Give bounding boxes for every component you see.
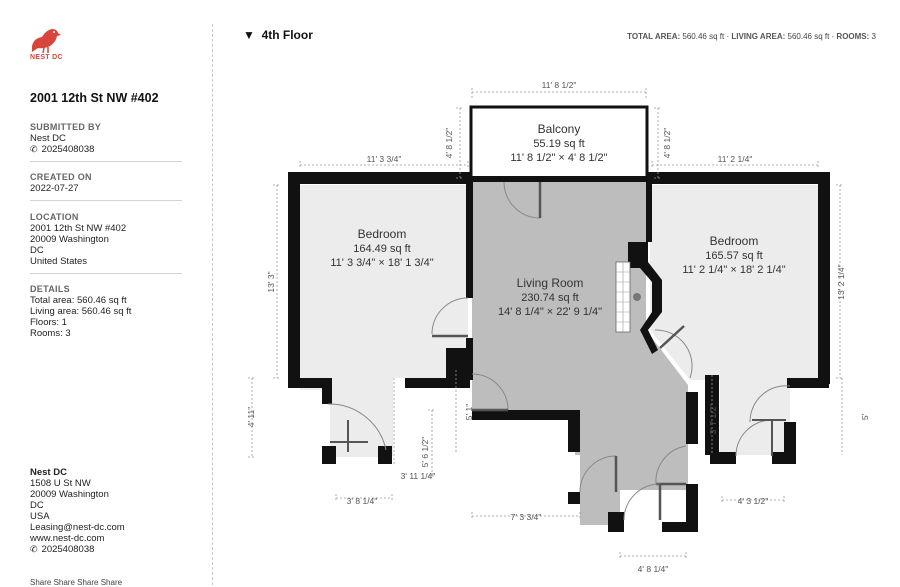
footer-line4: USA (30, 511, 50, 522)
phone-icon: ✆ (30, 544, 38, 554)
living-area-label: LIVING AREA: (731, 32, 786, 41)
floor-selector[interactable]: ▼ 4th Floor (243, 28, 313, 42)
footer-web[interactable]: www.nest-dc.com (30, 533, 105, 544)
cut-off-text: Share Share Share Share (30, 578, 123, 587)
dim-bed-left-height: 13' 3" (266, 271, 276, 292)
phone-icon: ✆ (30, 144, 38, 154)
details-total: Total area: 560.46 sq ft (30, 295, 127, 306)
living-room-area: 230.74 sq ft (521, 292, 579, 304)
footer-phone[interactable]: 2025408038 (41, 544, 95, 555)
details-floors: Floors: 1 (30, 317, 67, 328)
logo-text: NEST DC (30, 54, 63, 61)
fireplace (615, 242, 662, 354)
floor-label: 4th Floor (261, 28, 313, 42)
details-section: DETAILS Total area: 560.46 sq ft Living … (30, 284, 182, 339)
living-room-name: Living Room (517, 276, 584, 290)
total-area-value: 560.46 sq ft (682, 32, 725, 41)
dimension-lines (248, 88, 844, 560)
balcony-dims: 11' 8 1/2" × 4' 8 1/2" (510, 152, 607, 164)
created-section: CREATED ON 2022-07-27 (30, 172, 182, 201)
balcony-area: 55.19 sq ft (533, 138, 584, 150)
bedroom-left-name: Bedroom (358, 227, 407, 241)
submitted-heading: SUBMITTED BY (30, 122, 102, 132)
area-summary: TOTAL AREA: 560.46 sq ft · LIVING AREA: … (627, 32, 876, 41)
balcony-floor (472, 108, 646, 178)
dim-balcony-width: 11' 8 1/2" (542, 80, 577, 90)
balcony-name: Balcony (538, 122, 581, 136)
dim-bed-right-width: 11' 2 1/4" (718, 154, 753, 164)
details-rooms: Rooms: 3 (30, 328, 71, 339)
location-section: LOCATION 2001 12th St NW #402 20009 Wash… (30, 212, 182, 274)
dim-closet-left-width: 3' 8 1/4" (347, 496, 378, 506)
dimension-labels: 11' 8 1/2" 11' 3 3/4" 11' 2 1/4" 13' 3" … (246, 80, 870, 574)
bedroom-right-dims: 11' 2 1/4" × 18' 2 1/4" (682, 264, 785, 276)
dim-bed-left-width: 11' 3 3/4" (367, 154, 402, 164)
rooms-value: 3 (871, 32, 876, 41)
doors (327, 181, 791, 521)
room-labels: Balcony 55.19 sq ft 11' 8 1/2" × 4' 8 1/… (330, 122, 785, 318)
location-heading: LOCATION (30, 212, 79, 222)
total-area-label: TOTAL AREA: (627, 32, 681, 41)
rooms-label: ROOMS: (836, 32, 870, 41)
footer-line1: 1508 U St NW (30, 478, 91, 489)
bedroom-left-dims: 11' 3 3/4" × 18' 1 3/4" (330, 257, 433, 269)
dim-right-closet-1: 3' 7 1/2" (708, 404, 718, 435)
footer-name: Nest DC (30, 467, 67, 478)
dim-balcony-depth-left: 4' 8 1/2" (444, 128, 454, 159)
dim-mid-1: 3' 11 1/4" (401, 471, 436, 481)
created-heading: CREATED ON (30, 172, 92, 182)
submitted-phone[interactable]: 2025408038 (41, 144, 95, 155)
bedroom-left-floor (300, 185, 468, 457)
details-living: Living area: 560.46 sq ft (30, 306, 132, 317)
bird-logo-icon (32, 29, 61, 54)
submitted-name: Nest DC (30, 133, 66, 144)
divider (30, 161, 182, 162)
footer-email[interactable]: Leasing@nest-dc.com (30, 522, 125, 533)
dim-corridor-width: 7' 3 3/4" (511, 512, 542, 522)
bedroom-left-area: 164.49 sq ft (353, 243, 411, 255)
details-heading: DETAILS (30, 284, 70, 294)
property-address: 2001 12th St NW #402 (30, 91, 159, 105)
dim-entry-width: 4' 8 1/4" (638, 564, 669, 574)
location-line4: United States (30, 256, 88, 267)
balcony-outline (469, 105, 649, 181)
dim-right-closet-width: 4' 3 1/2" (738, 496, 769, 506)
divider (30, 200, 182, 201)
footer-line3: DC (30, 500, 44, 511)
location-line1: 2001 12th St NW #402 (30, 223, 127, 234)
dim-right-closet-height: 5' (860, 413, 870, 420)
location-line2: 20009 Washington (30, 234, 109, 245)
living-room-dims: 14' 8 1/4" × 22' 9 1/4" (498, 306, 602, 318)
bedroom-right-area: 165.57 sq ft (705, 250, 763, 262)
dim-mid-3: 5' 1" (464, 404, 474, 420)
dim-bed-right-height: 13' 2 1/4" (836, 264, 846, 299)
living-area-value: 560.46 sq ft (787, 32, 830, 41)
company-footer: Nest DC 1508 U St NW 20009 Washington DC… (30, 467, 125, 555)
submitted-section: SUBMITTED BY Nest DC ✆2025408038 (30, 122, 182, 162)
footer-line2: 20009 Washington (30, 489, 109, 500)
sidebar: NEST DC 2001 12th St NW #402 SUBMITTED B… (0, 0, 212, 587)
created-date: 2022-07-27 (30, 183, 79, 194)
location-line3: DC (30, 245, 44, 256)
divider (30, 273, 182, 274)
dim-mid-2: 5' 6 1/2" (420, 437, 430, 468)
triangle-down-icon: ▼ (243, 28, 255, 42)
sidebar-divider (212, 24, 213, 585)
dim-closet-left-height: 4' 11" (246, 407, 256, 428)
dim-balcony-depth-right: 4' 8 1/2" (662, 128, 672, 159)
bedroom-right-name: Bedroom (710, 234, 759, 248)
